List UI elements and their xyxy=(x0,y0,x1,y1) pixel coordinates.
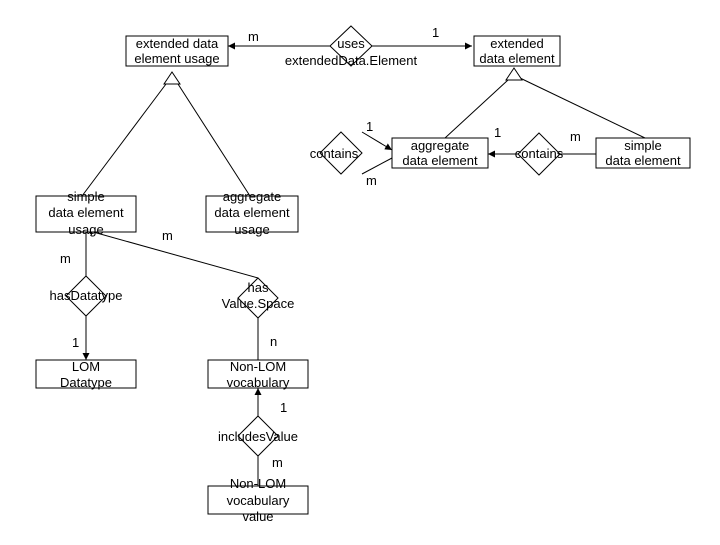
cardinality-usage-m: m xyxy=(162,228,173,243)
relationship-contains-right: contains xyxy=(515,132,564,176)
cardinality-includes-1: 1 xyxy=(280,400,287,415)
entity-label-line: extended data xyxy=(136,36,219,51)
entity-label-line: Non-LOM xyxy=(230,359,286,374)
entity-label-line: data element xyxy=(402,153,478,168)
cardinality-contains-right-1: 1 xyxy=(494,125,501,140)
entity-label-line: value xyxy=(242,509,273,524)
relationship-has-value-space: has Value.Space xyxy=(222,277,295,319)
entity-extended-data-element: extended data element xyxy=(473,35,561,67)
cardinality-contains-right-m: m xyxy=(570,129,581,144)
cardinality-datatype-1: 1 xyxy=(72,335,79,350)
entity-aggregate-data-element: aggregate data element xyxy=(391,137,489,169)
entity-label-line: usage xyxy=(234,222,269,237)
entity-label-line: aggregate xyxy=(411,138,470,153)
entity-label-line: simple xyxy=(624,138,662,153)
entity-label-line: extended xyxy=(490,36,544,51)
entity-label-line: data element xyxy=(214,205,290,220)
gen-line-aggregate-element xyxy=(444,79,509,139)
cardinality-contains-left-m: m xyxy=(366,173,377,188)
entity-label-line: Non-LOM xyxy=(230,476,286,491)
contains-left-line-bottom xyxy=(361,157,393,175)
entity-aggregate-data-element-usage: aggregate data element usage xyxy=(205,189,299,237)
relationship-label-line: extendedData.Element xyxy=(285,53,418,68)
entity-label-line: usage xyxy=(68,222,103,237)
generalization-triangle-element xyxy=(505,67,523,81)
entity-label-line: element usage xyxy=(134,51,219,66)
entity-simple-data-element: simple data element xyxy=(595,137,691,169)
cardinality-datatype-m: m xyxy=(60,251,71,266)
entity-label-line: LOM xyxy=(72,359,100,374)
relationship-label-line: uses xyxy=(337,36,365,51)
gen-line-simple-usage xyxy=(81,83,167,197)
relationship-label-line: contains xyxy=(515,146,564,161)
entity-label-line: vocabulary xyxy=(227,493,290,508)
entity-label-line: data element xyxy=(605,153,681,168)
contains-left-line-top xyxy=(361,131,393,151)
relationship-label-line: has xyxy=(248,280,269,295)
relationship-includes-value: includesValue xyxy=(218,415,298,457)
entity-non-lom-vocabulary: Non-LOM vocabulary xyxy=(207,359,309,390)
relationship-label-line: includesValue xyxy=(218,429,298,444)
entity-label-line: aggregate xyxy=(223,189,282,204)
relationship-label-line: contains xyxy=(310,146,359,161)
gen-line-aggregate-usage xyxy=(177,83,251,197)
relationship-uses: uses extendedData.Element xyxy=(285,25,418,68)
relationship-contains-left: contains xyxy=(310,131,363,175)
cardinality-includes-m: m xyxy=(272,455,283,470)
relationship-label-line: hasDatatype xyxy=(50,288,123,303)
relationship-has-datatype: hasDatatype xyxy=(50,275,123,317)
cardinality-contains-left-1: 1 xyxy=(366,119,373,134)
entity-simple-data-element-usage: simple data element usage xyxy=(35,189,137,237)
relationship-label-line: Value.Space xyxy=(222,296,295,311)
cardinality-valuespace-n: n xyxy=(270,334,277,349)
entity-label-line: Datatype xyxy=(60,375,112,390)
cardinality-uses-m: m xyxy=(248,29,259,44)
gen-line-simple-element xyxy=(519,77,646,139)
entity-lom-datatype: LOM Datatype xyxy=(35,359,137,390)
generalization-triangle-usage xyxy=(163,71,181,85)
cardinality-uses-1: 1 xyxy=(432,25,439,40)
entity-label-line: simple xyxy=(67,189,105,204)
entity-extended-data-element-usage: extended data element usage xyxy=(125,35,229,67)
usage-valuespace-line xyxy=(85,228,259,279)
entity-label-line: data element xyxy=(48,205,124,220)
entity-non-lom-vocabulary-value: Non-LOM vocabulary value xyxy=(207,476,309,524)
entity-label-line: vocabulary xyxy=(227,375,290,390)
entity-label-line: data element xyxy=(479,51,555,66)
